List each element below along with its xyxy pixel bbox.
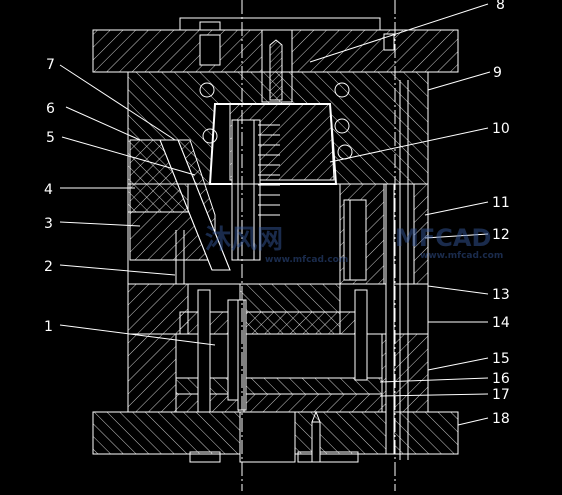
watermark-brand-cn: 沐风网 <box>205 225 283 255</box>
label-14: 14 <box>492 315 510 331</box>
watermark-url: www.mfcad.com <box>265 255 348 265</box>
label-2: 2 <box>44 259 53 275</box>
label-3: 3 <box>44 216 53 232</box>
label-13: 13 <box>492 287 510 303</box>
label-5: 5 <box>46 130 55 146</box>
label-12: 12 <box>492 227 510 243</box>
watermark: 沐风网 MFCAD www.mfcad.com www.mfcad.com <box>205 224 503 265</box>
label-18: 18 <box>492 411 510 427</box>
core-insert <box>231 119 280 261</box>
label-1: 1 <box>44 319 53 335</box>
slider-assembly <box>127 139 231 271</box>
label-17: 17 <box>492 387 510 403</box>
bottom-clamp-plate <box>92 411 459 463</box>
label-10: 10 <box>492 121 510 137</box>
part-number-labels: 1 2 3 4 5 6 7 8 9 10 11 12 13 14 15 16 1… <box>44 0 510 427</box>
moving-plate <box>127 183 429 285</box>
watermark-brand-en: MFCAD <box>395 224 491 252</box>
label-7: 7 <box>46 57 55 73</box>
label-6: 6 <box>46 101 55 117</box>
label-16: 16 <box>492 371 510 387</box>
label-9: 9 <box>493 65 502 81</box>
watermark-url-2: www.mfcad.com <box>420 251 503 261</box>
ejector-pins <box>197 183 395 463</box>
leader-lines <box>59 3 491 426</box>
guide-pins <box>175 80 409 460</box>
label-4: 4 <box>44 182 53 198</box>
support-plate <box>127 283 429 335</box>
label-15: 15 <box>492 351 510 367</box>
label-11: 11 <box>492 195 510 211</box>
label-8: 8 <box>496 0 505 13</box>
mold-structure <box>92 0 459 491</box>
